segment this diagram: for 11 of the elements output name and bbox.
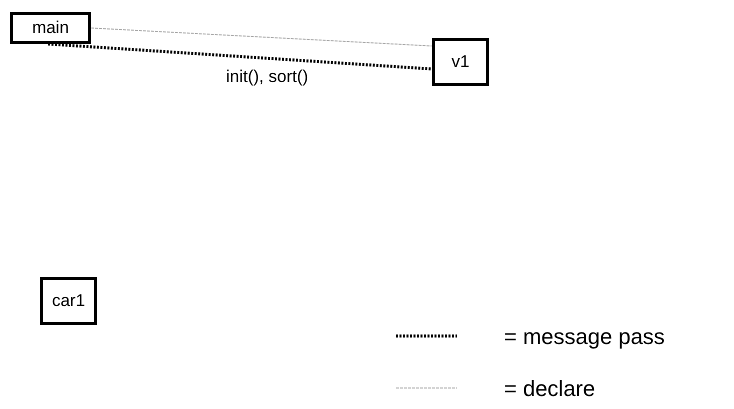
object-box bbox=[10, 12, 91, 44]
node-label: main bbox=[32, 18, 69, 38]
object-box bbox=[40, 277, 97, 325]
legend-label: = message pass bbox=[504, 324, 665, 350]
node-label: car1 bbox=[52, 291, 86, 311]
message-line bbox=[48, 42, 432, 70]
legend-label: = declare bbox=[504, 376, 596, 402]
node-label: v1 bbox=[452, 52, 470, 72]
declare-line bbox=[90, 28, 432, 46]
object-box bbox=[432, 38, 489, 86]
edge-label: init(), sort() bbox=[226, 68, 308, 85]
